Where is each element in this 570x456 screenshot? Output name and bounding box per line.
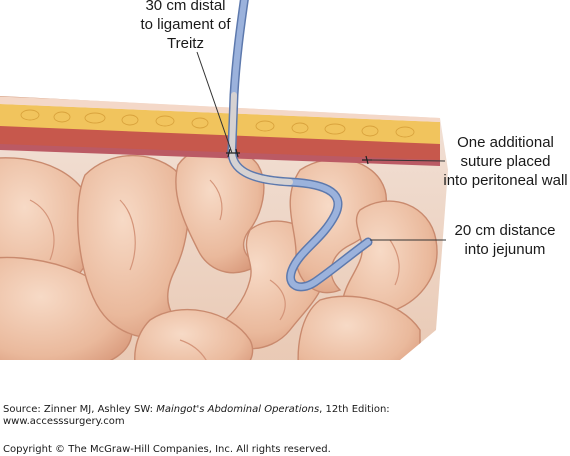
muscle-layer [0, 125, 440, 160]
leader-peritoneal [367, 159, 446, 162]
copyright-notice: Copyright © The McGraw-Hill Companies, I… [3, 444, 331, 455]
small-bowel-loops [0, 145, 438, 360]
label-jejunum-distance: 20 cm distance into jejunum [454, 222, 556, 258]
label-ligament-of-treitz: 30 cm distal to ligament of Treitz [140, 0, 231, 52]
leader-lines [196, 51, 446, 241]
source-citation: Source: Zinner MJ, Ashley SW: Maingot's … [3, 404, 390, 415]
source-url: www.accesssurgery.com [3, 416, 125, 427]
jejunostomy-illustration [0, 0, 448, 360]
book-title: Maingot's Abdominal Operations [156, 404, 320, 415]
fat-lobules [20, 109, 415, 138]
bowel-fold-lines [29, 179, 400, 360]
suture-marks [226, 148, 372, 165]
feeding-tube [227, 0, 373, 292]
label-peritoneal-suture: One additional suture placed into perito… [443, 134, 568, 189]
fat-layer [0, 104, 440, 144]
leader-top [196, 51, 233, 154]
skin-layer [0, 96, 440, 122]
